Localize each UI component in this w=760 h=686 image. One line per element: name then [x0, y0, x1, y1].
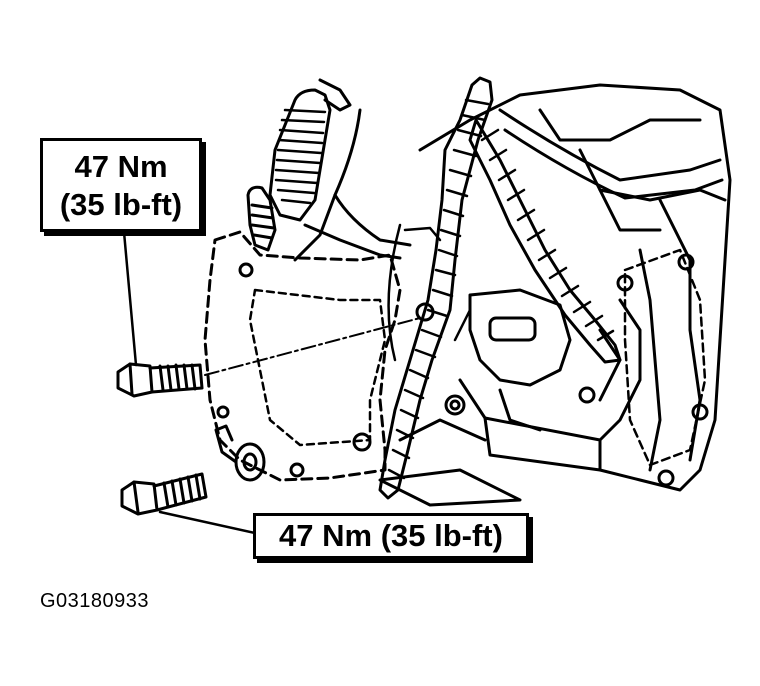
wire-strands [387, 223, 472, 362]
upper-corrugated-hose [268, 88, 332, 222]
wire-connector [293, 78, 412, 262]
torque-callout-upper-imperial: (35 lb-ft) [59, 187, 183, 222]
torque-callout-upper-metric: 47 Nm [74, 149, 168, 184]
gasket-outline [623, 248, 707, 467]
timing-cover [203, 230, 402, 482]
wire-loom-left-ribs [387, 98, 490, 480]
torque-callout-lower-text: 47 Nm (35 lb-ft) [279, 518, 503, 553]
hose [498, 108, 724, 200]
wire-loom-right-ribs [480, 128, 615, 342]
wire-loom-left [378, 76, 494, 500]
figure-id: G03180933 [40, 590, 150, 612]
lower-bracket [378, 378, 602, 507]
upper-hose-ribs [274, 108, 327, 205]
oil-filter-adapter [468, 288, 572, 432]
upper-bolt [116, 362, 204, 398]
upper-bolt-centerline [204, 317, 421, 376]
washer [214, 424, 266, 482]
leader-lines [122, 230, 257, 535]
left-coil-hose [246, 185, 277, 252]
torque-callout-lower-bolt: 47 Nm (35 lb-ft) [253, 513, 529, 559]
torque-callout-upper-bolt: 47 Nm (35 lb-ft) [40, 138, 202, 232]
timing-cover-inner [248, 288, 387, 447]
engine-block [418, 83, 732, 492]
block-bolt-heads [578, 253, 709, 487]
lower-bolt [120, 472, 208, 516]
wire-loom-right [468, 118, 622, 364]
